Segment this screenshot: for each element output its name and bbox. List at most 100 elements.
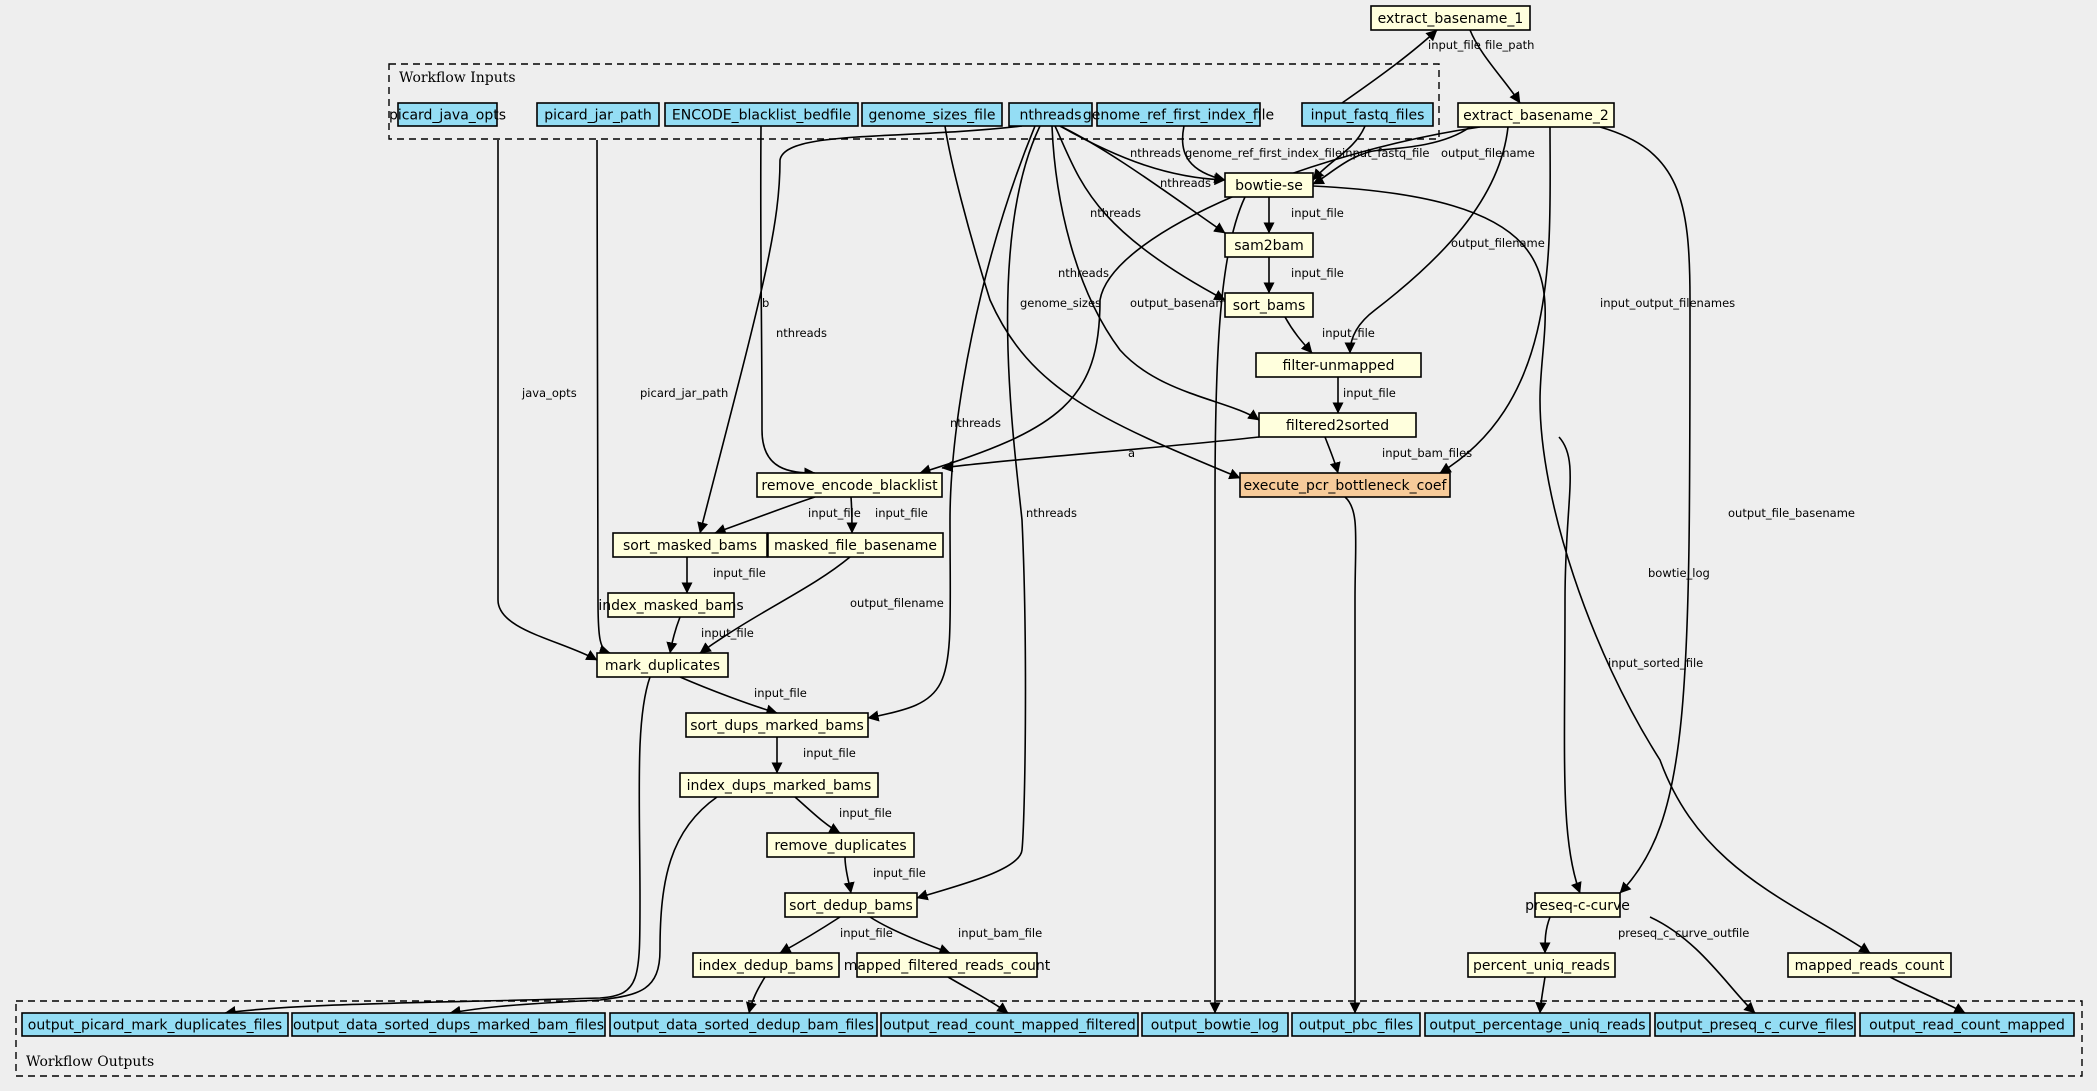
edge-nthreads-to-filtered2sorted — [1051, 125, 1260, 421]
node-label: nthreads — [1019, 108, 1081, 124]
node-sort-dups[interactable]: sort_dups_marked_bams — [685, 712, 869, 738]
edge-nthreads-to-sort_dups — [867, 125, 1036, 722]
node-box — [1008, 102, 1093, 127]
node-remove-bl[interactable]: remove_encode_blacklist — [756, 472, 943, 498]
edge-mark_dup-to-out_picard — [224, 676, 651, 1018]
node-out-dedup-sorted[interactable]: output_data_sorted_dedup_bam_files — [609, 1012, 878, 1037]
edge-extract2-to-pcr — [1439, 126, 1552, 474]
node-box — [1141, 1012, 1289, 1037]
node-out-picard[interactable]: output_picard_mark_duplicates_files — [21, 1012, 289, 1037]
node-picard-java-opts[interactable]: picard_java_opts — [389, 102, 506, 127]
node-label: index_masked_bams — [598, 598, 743, 614]
node-label: output_bowtie_log — [1151, 1018, 1279, 1034]
edge-mapped_filt_count-to-out_rc_filt — [947, 976, 1009, 1014]
node-label: percent_uniq_reads — [1473, 958, 1610, 974]
node-preseq[interactable]: preseq-c-curve — [1525, 892, 1630, 918]
node-box — [756, 472, 943, 498]
edge-percent_uniq-to-out_pct — [1535, 976, 1547, 1014]
edge-nthreads-to-sort_masked — [697, 125, 1023, 534]
node-index-masked[interactable]: index_masked_bams — [598, 592, 744, 618]
edge-label-nthreads: nthreads — [776, 326, 827, 340]
node-genome-sizes-file[interactable]: genome_sizes_file — [861, 102, 1003, 127]
node-pcr[interactable]: execute_pcr_bottleneck_coef — [1239, 472, 1451, 498]
node-box — [1096, 102, 1261, 127]
node-box — [1258, 412, 1417, 438]
edge-label-input-file: input_file — [1291, 266, 1344, 280]
node-picard-jar-path[interactable]: picard_jar_path — [536, 102, 660, 127]
edge-label-input-file: input_file — [873, 866, 926, 880]
workflow-inputs-label: Workflow Inputs — [399, 70, 516, 86]
node-label: sort_dedup_bams — [789, 898, 913, 914]
node-mapped-count[interactable]: mapped_reads_count — [1787, 952, 1952, 978]
node-input-fastq[interactable]: input_fastq_files — [1301, 102, 1434, 127]
edge-picard_java_opts-to-mark_dup — [496, 139, 598, 661]
node-index-dups[interactable]: index_dups_marked_bams — [679, 772, 879, 798]
node-box — [397, 102, 498, 127]
node-out-pbc[interactable]: output_pbc_files — [1291, 1012, 1421, 1037]
edge-label-input-file: input_file — [713, 566, 766, 580]
node-box — [1239, 472, 1451, 498]
node-index-dedup[interactable]: index_dedup_bams — [692, 952, 840, 978]
node-sort-dedup[interactable]: sort_dedup_bams — [784, 892, 918, 918]
node-filtered2sorted[interactable]: filtered2sorted — [1258, 412, 1417, 438]
node-label: output_preseq_c_curve_files — [1656, 1018, 1853, 1034]
node-out-rc-filt[interactable]: output_read_count_mapped_filtered — [880, 1012, 1139, 1037]
node-filter-unmapped[interactable]: filter-unmapped — [1255, 352, 1422, 378]
node-out-rc[interactable]: output_read_count_mapped — [1859, 1012, 2075, 1037]
node-label: index_dedup_bams — [699, 958, 834, 974]
node-label: mark_duplicates — [605, 658, 720, 674]
node-label: sort_masked_bams — [623, 538, 757, 554]
edge-label-input-file: input_file — [839, 806, 892, 820]
node-genome-ref[interactable]: genome_ref_first_index_file — [1083, 102, 1274, 127]
node-box — [784, 892, 918, 918]
edge-label-input-file: input_file — [1343, 386, 1396, 400]
edge-filtered2sorted-to-pcr — [1324, 436, 1341, 474]
node-nthreads[interactable]: nthreads — [1008, 102, 1093, 127]
edge-masked_base-to-mark_dup — [699, 556, 851, 654]
node-label: mapped_filtered_reads_count — [844, 958, 1051, 974]
edge-label-input-file: input_file — [1291, 206, 1344, 220]
node-bowtie[interactable]: bowtie-se — [1224, 172, 1314, 198]
edge-label-input-bam-files: input_bam_files — [1382, 446, 1472, 460]
node-remove-dup[interactable]: remove_duplicates — [766, 832, 915, 858]
node-mapped-filt-count[interactable]: mapped_filtered_reads_count — [844, 952, 1051, 978]
node-box — [679, 772, 879, 798]
edge-label-input-output-filenames: input_output_filenames — [1600, 296, 1735, 310]
edge-label-a: a — [1128, 446, 1135, 460]
edge-pcr-to-out_pbc — [1344, 496, 1361, 1014]
edge-label-bowtie-log: bowtie_log — [1648, 566, 1710, 580]
node-mark-dup[interactable]: mark_duplicates — [596, 652, 729, 678]
node-box — [861, 102, 1003, 127]
node-percent-uniq[interactable]: percent_uniq_reads — [1467, 952, 1616, 978]
node-extract1[interactable]: extract_basename_1 — [1370, 5, 1531, 31]
node-sort-bams[interactable]: sort_bams — [1224, 292, 1314, 318]
edge-label-input-bam-file: input_bam_file — [958, 926, 1042, 940]
node-sort-masked[interactable]: sort_masked_bams — [612, 532, 768, 558]
node-box — [1301, 102, 1434, 127]
node-out-preseq[interactable]: output_preseq_c_curve_files — [1654, 1012, 1856, 1037]
edge-genome_sizes_file-to-pcr — [944, 125, 1241, 480]
edge-remove_dup-to-sort_dedup — [843, 856, 855, 894]
edge-label-output-filename: output_filename — [850, 596, 944, 610]
node-out-bowtie-log[interactable]: output_bowtie_log — [1141, 1012, 1289, 1037]
edge-filtered2sorted-to-remove_bl — [941, 436, 1260, 473]
edge-preseq-to-out_preseq — [1649, 916, 1756, 1014]
node-encode-bl[interactable]: ENCODE_blacklist_bedfile — [664, 102, 859, 127]
node-out-pct[interactable]: output_percentage_uniq_reads — [1424, 1012, 1651, 1037]
edge-label-input-file: input_file — [803, 746, 856, 760]
node-label: mapped_reads_count — [1795, 958, 1945, 974]
edge-sort_bams-to-filter_unmapped — [1284, 316, 1313, 354]
edge-index_masked-to-mark_dup — [666, 616, 681, 654]
node-masked-base[interactable]: masked_file_basename — [767, 532, 944, 558]
edge-label-input-fastq-file: input_fastq_file — [1342, 146, 1430, 160]
node-extract2[interactable]: extract_basename_2 — [1457, 102, 1615, 128]
node-box — [609, 1012, 878, 1037]
node-label: genome_sizes_file — [869, 108, 996, 124]
node-out-dups-sorted[interactable]: output_data_sorted_dups_marked_bam_files — [291, 1012, 606, 1037]
node-box — [1224, 232, 1314, 258]
edge-bowtie-to-out_bowtie_log — [1209, 196, 1246, 1014]
edge-sort_dedup-to-mapped_filt_count — [869, 916, 951, 955]
node-sam2bam[interactable]: sam2bam — [1224, 232, 1314, 258]
node-box — [21, 1012, 289, 1037]
